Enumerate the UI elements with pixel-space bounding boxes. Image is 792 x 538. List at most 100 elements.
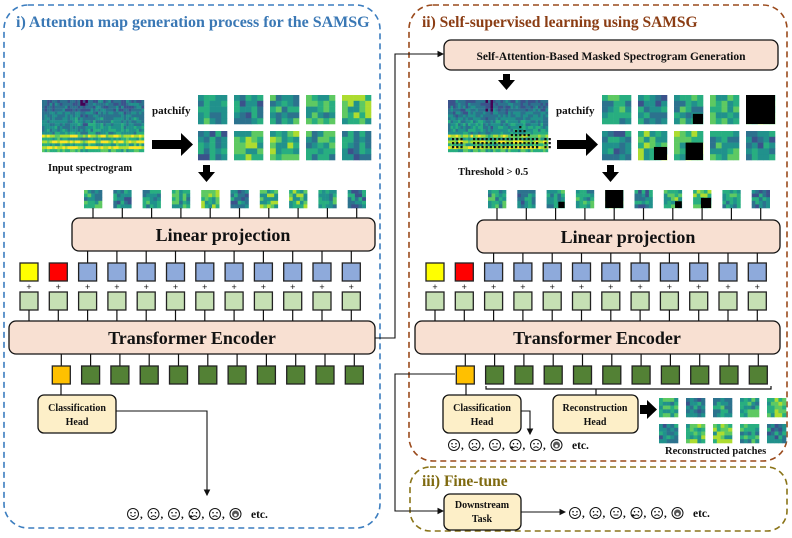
masked-token-patch [663, 190, 683, 209]
threshold-mask-dot [519, 138, 522, 141]
mask-block [685, 142, 703, 160]
reconstructed-patches [659, 398, 787, 444]
threshold-mask-dot [506, 142, 509, 145]
masked-token-patch [488, 190, 507, 209]
threshold-mask-dot [477, 142, 480, 145]
threshold-mask-dot [481, 142, 484, 145]
patchify-label: patchify [152, 105, 191, 117]
threshold-mask-dot [531, 142, 534, 145]
threshold-mask-dot [519, 146, 522, 149]
masked-grid-patch [602, 95, 632, 125]
comma: , [523, 440, 526, 452]
etc-label: etc. [693, 508, 710, 520]
patch-embedding [341, 262, 361, 282]
threshold-mask-dot [456, 138, 459, 141]
transformer-encoder-label-2: Transformer Encoder [513, 328, 681, 348]
panel-2-border [408, 4, 788, 462]
token-patch [230, 190, 249, 209]
threshold-mask-dot [510, 134, 513, 137]
comma: , [543, 440, 546, 452]
masked-grid-patch [710, 131, 740, 161]
threshold-mask-dot [515, 134, 518, 137]
threshold-mask-dot [536, 138, 539, 141]
threshold-mask-dot [548, 142, 551, 145]
reconstructed-patch [659, 424, 679, 444]
position-embedding [312, 291, 332, 311]
comma: , [582, 508, 585, 520]
threshold-mask-dot [502, 142, 505, 145]
mask-block [653, 146, 667, 160]
comma: , [502, 440, 505, 452]
cls-to-downstream-line [394, 373, 455, 515]
classification-head-2-label-2: Head [471, 417, 494, 428]
threshold-mask-dot [531, 146, 534, 149]
cls-token [425, 262, 445, 282]
grid-patch [198, 95, 228, 125]
threshold-mask-dot [481, 138, 484, 141]
threshold-mask-dot [515, 130, 518, 133]
encoder-to-samsg-arrow [375, 50, 445, 339]
mask-block [675, 201, 682, 208]
grid-patch [234, 131, 264, 161]
masked-token-patch [722, 190, 741, 209]
threshold-mask-dot [544, 142, 547, 145]
output-token [227, 365, 247, 385]
threshold-mask-dot [548, 138, 551, 141]
patch-embedding [747, 262, 767, 282]
masked-token-patch [517, 190, 536, 209]
plus-sign: + [85, 282, 90, 292]
plus-sign: + [319, 282, 324, 292]
input-spectrogram [42, 100, 145, 153]
threshold-mask-dot [477, 138, 480, 141]
mask-block [605, 190, 624, 208]
threshold-mask-dot [481, 146, 484, 149]
threshold-mask-dot [473, 138, 476, 141]
output-token [660, 365, 681, 385]
patch-embedding [483, 262, 504, 282]
token-patch [171, 190, 191, 209]
plus-sign: + [173, 282, 178, 292]
threshold-mask-dot [485, 146, 488, 149]
samsg-block [443, 39, 779, 71]
plus-sign: + [432, 282, 437, 292]
plus-sign: + [579, 282, 584, 292]
reconstruction-head [552, 394, 639, 434]
token-patch [318, 190, 337, 209]
happy-face-icon [127, 508, 139, 520]
comma: , [603, 508, 606, 520]
threshold-mask-dot [523, 142, 526, 145]
reconstructed-patch [686, 424, 706, 444]
masked-grid-patch [674, 95, 704, 125]
plus-sign: + [202, 282, 207, 292]
head-to-emotions-line [116, 410, 211, 497]
threshold-mask-dot [523, 146, 526, 149]
sad-face-icon [188, 508, 201, 520]
threshold-mask-dot [494, 142, 497, 145]
position-embedding [689, 291, 709, 311]
linear-projection-block-2 [476, 219, 781, 254]
output-token [315, 365, 335, 385]
grid-patch [270, 95, 300, 125]
classification-head-2-label-1: Classification [453, 403, 511, 414]
masked-grid-patch [674, 131, 704, 161]
threshold-mask-dot [519, 134, 522, 137]
output-token [168, 365, 189, 385]
threshold-mask-dot [544, 146, 547, 149]
threshold-mask-dot [519, 126, 522, 129]
comma: , [461, 440, 464, 452]
plus-sign: + [608, 282, 613, 292]
downstream-task-label-1: Downstream [455, 500, 510, 511]
threshold-caption: Threshold > 0.5 [458, 167, 528, 178]
threshold-mask-dot [544, 138, 547, 141]
comma: , [202, 509, 205, 521]
threshold-mask-dot [527, 134, 530, 137]
crying-face-icon [468, 439, 481, 451]
downstream-task-label-2: Task [472, 514, 493, 525]
threshold-mask-dot [523, 130, 526, 133]
threshold-mask-dot [494, 138, 497, 141]
threshold-mask-dot [510, 142, 513, 145]
transformer-encoder-label: Transformer Encoder [108, 328, 276, 348]
position-embedding [601, 291, 621, 311]
patchify-label-2: patchify [556, 105, 595, 117]
patch-embedding [601, 262, 621, 282]
